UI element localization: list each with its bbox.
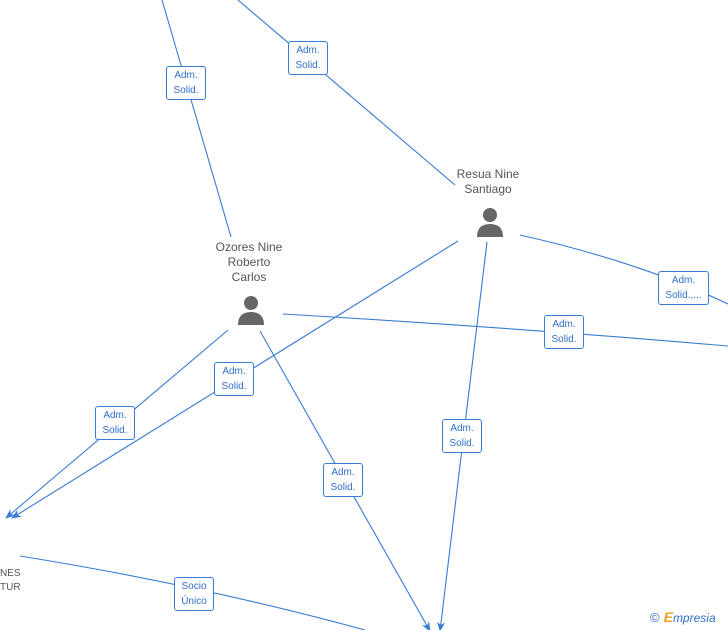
edge-line bbox=[237, 0, 456, 186]
edge-label-line: Solid. bbox=[102, 425, 128, 436]
edge-label[interactable]: Adm. Solid. bbox=[288, 41, 328, 75]
edge-label-line: Único bbox=[181, 596, 207, 607]
brand-watermark: ©Empresia bbox=[650, 609, 716, 625]
node-name-line: Ozores Nine bbox=[215, 240, 283, 254]
node-name-line: NES bbox=[0, 568, 21, 579]
edge-label-line: Solid. bbox=[173, 85, 199, 96]
company-node-label[interactable]: NES TUR bbox=[0, 567, 21, 595]
edge-label-line: Solid. bbox=[449, 438, 475, 449]
node-name-line: Santiago bbox=[464, 182, 512, 196]
person-node-label[interactable]: Ozores Nine Roberto Carlos bbox=[194, 240, 304, 285]
edge-label[interactable]: Adm. Solid. bbox=[95, 406, 135, 440]
edge-label-line: Solid. bbox=[551, 334, 577, 345]
edge-label-line: Adm. bbox=[450, 423, 474, 434]
node-name-line: Roberto bbox=[227, 255, 271, 269]
edge-label-line: Solid. bbox=[330, 482, 356, 493]
person-node-label[interactable]: Resua Nine Santiago bbox=[433, 167, 543, 197]
edge-label-line: Adm. bbox=[222, 366, 246, 377]
edge-label-line: Solid.,... bbox=[665, 290, 702, 301]
edge-label-line: Adm. bbox=[671, 275, 696, 286]
edge-label-line: Solid. bbox=[221, 381, 247, 392]
edge-label[interactable]: Adm. Solid. bbox=[214, 362, 254, 396]
edge-label[interactable]: Adm. Solid. bbox=[166, 66, 206, 100]
edge-label-line: Adm. bbox=[103, 410, 127, 421]
edge-label-line: Adm. bbox=[296, 45, 320, 56]
edge-label[interactable]: Adm. Solid. bbox=[442, 419, 482, 453]
edge-label-line: Solid. bbox=[295, 60, 321, 71]
person-icon[interactable] bbox=[475, 206, 505, 238]
node-name-line: TUR bbox=[0, 582, 21, 593]
edge-label[interactable]: Adm. Solid. bbox=[544, 315, 584, 349]
edge-label[interactable]: Adm. Solid.,... bbox=[658, 271, 709, 305]
brand-name: mpresia bbox=[672, 611, 716, 625]
edge-line bbox=[282, 313, 728, 347]
copyright-icon: © bbox=[650, 610, 660, 625]
edge-line bbox=[161, 0, 232, 238]
edge-label-line: Adm. bbox=[174, 70, 198, 81]
person-icon[interactable] bbox=[236, 294, 266, 326]
edge-label-line: Adm. bbox=[331, 467, 355, 478]
edge-label-line: Adm. bbox=[552, 319, 576, 330]
edge-label-line: Socio bbox=[181, 581, 207, 592]
node-name-line: Carlos bbox=[231, 270, 267, 284]
edge-label[interactable]: Socio Único bbox=[174, 577, 214, 611]
brand-logo-letter: E bbox=[663, 609, 673, 625]
node-name-line: Resua Nine bbox=[456, 167, 520, 181]
edge-label[interactable]: Adm. Solid. bbox=[323, 463, 363, 497]
